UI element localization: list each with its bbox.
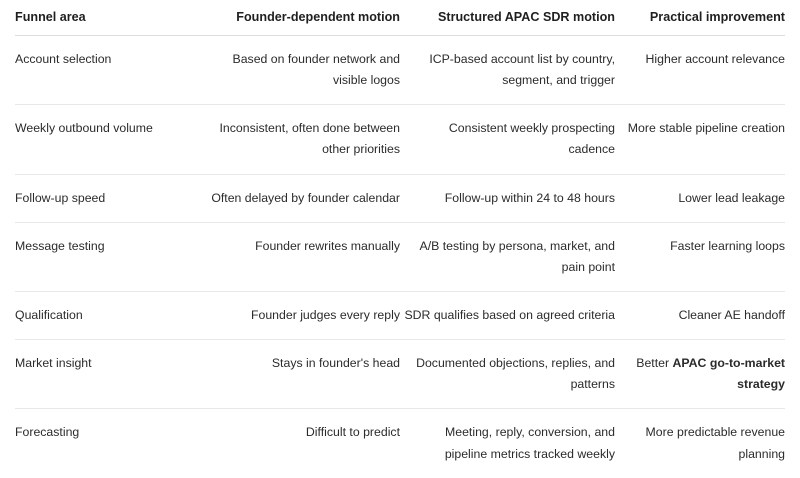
cell-text-plain: Faster learning loops bbox=[670, 238, 785, 253]
cell-sdr-motion: SDR qualifies based on agreed criteria bbox=[400, 291, 615, 341]
cell-sdr-motion: Follow-up within 24 to 48 hours bbox=[400, 174, 615, 223]
cell-text: Often delayed by founder calendar bbox=[211, 190, 400, 205]
column-header-structured-apac-sdr-motion: Structured APAC SDR motion bbox=[400, 0, 615, 36]
cell-text: Cleaner AE handoff bbox=[615, 305, 785, 326]
cell-text-plain: More stable pipeline creation bbox=[627, 121, 785, 136]
cell-founder-motion: Founder rewrites manually bbox=[195, 222, 400, 292]
cell-text: Stays in founder's head bbox=[271, 356, 400, 371]
cell-funnel-area: Weekly outbound volume bbox=[15, 104, 195, 175]
cell-text: A/B testing by persona, market, and pain… bbox=[419, 238, 616, 274]
cell-founder-motion: Difficult to predict bbox=[195, 409, 400, 478]
cell-founder-motion: Inconsistent, often done between other p… bbox=[195, 104, 401, 175]
cell-founder-motion: Often delayed by founder calendar bbox=[195, 174, 400, 223]
cell-text: More stable pipeline creation bbox=[615, 118, 785, 139]
cell-text: Qualification bbox=[15, 307, 83, 322]
cell-text: Documented objections, replies, and patt… bbox=[416, 356, 615, 392]
cell-text: Follow-up speed bbox=[15, 190, 106, 205]
cell-text: Consistent weekly prospecting cadence bbox=[448, 121, 615, 157]
cell-text-plain: Cleaner AE handoff bbox=[678, 307, 785, 322]
table-row: Follow-up speed Often delayed by founder… bbox=[15, 174, 785, 223]
cell-text: Difficult to predict bbox=[305, 425, 400, 440]
cell-improvement: More predictable revenue planning bbox=[615, 409, 785, 478]
cell-sdr-motion: Consistent weekly prospecting cadence bbox=[400, 104, 615, 175]
cell-funnel-area: Market insight bbox=[15, 339, 195, 410]
cell-text: Founder judges every reply bbox=[250, 307, 400, 322]
cell-founder-motion: Based on founder network and visible log… bbox=[195, 35, 401, 106]
cell-founder-motion: Founder judges every reply bbox=[195, 291, 400, 341]
cell-funnel-area: Follow-up speed bbox=[15, 174, 195, 223]
cell-sdr-motion: ICP-based account list by country, segme… bbox=[400, 35, 615, 106]
cell-text: Market insight bbox=[15, 356, 92, 371]
cell-text: Inconsistent, often done between other p… bbox=[219, 121, 401, 157]
cell-text-plain: Lower lead leakage bbox=[678, 190, 785, 205]
cell-improvement: Cleaner AE handoff bbox=[615, 291, 785, 341]
cell-text: Better APAC go-to-market strategy bbox=[615, 353, 785, 395]
cell-text: Higher account relevance bbox=[615, 49, 785, 70]
cell-text-emphasis: APAC go-to-market strategy bbox=[672, 356, 786, 392]
cell-text-plain: Better bbox=[636, 356, 673, 371]
cell-improvement: Lower lead leakage bbox=[615, 174, 785, 223]
table-row: Market insight Stays in founder's head D… bbox=[15, 339, 785, 410]
cell-improvement: More stable pipeline creation bbox=[615, 104, 785, 175]
cell-sdr-motion: Documented objections, replies, and patt… bbox=[400, 339, 615, 410]
cell-text: Based on founder network and visible log… bbox=[232, 52, 401, 88]
table-row: Qualification Founder judges every reply… bbox=[15, 291, 785, 341]
cell-sdr-motion: A/B testing by persona, market, and pain… bbox=[400, 222, 616, 292]
column-header-founder-dependent-motion: Founder-dependent motion bbox=[195, 0, 400, 36]
cell-founder-motion: Stays in founder's head bbox=[195, 339, 400, 410]
cell-text: More predictable revenue planning bbox=[615, 422, 785, 464]
cell-funnel-area: Qualification bbox=[15, 291, 195, 341]
cell-improvement: Better APAC go-to-market strategy bbox=[615, 339, 785, 410]
cell-improvement: Higher account relevance bbox=[615, 35, 785, 106]
cell-text: Faster learning loops bbox=[615, 236, 785, 257]
cell-text: Founder rewrites manually bbox=[255, 238, 400, 253]
cell-text: Message testing bbox=[15, 238, 105, 253]
cell-text: SDR qualifies based on agreed criteria bbox=[404, 307, 615, 322]
cell-funnel-area: Message testing bbox=[15, 222, 195, 292]
cell-funnel-area: Account selection bbox=[15, 35, 195, 106]
cell-text: Forecasting bbox=[15, 425, 80, 440]
cell-text-plain: More predictable revenue planning bbox=[645, 425, 785, 461]
table-row: Forecasting Difficult to predict Meeting… bbox=[15, 409, 785, 478]
table-header: Funnel area Founder-dependent motion Str… bbox=[15, 0, 785, 36]
cell-text: Account selection bbox=[15, 52, 112, 66]
cell-text: Lower lead leakage bbox=[615, 188, 785, 209]
header-row: Funnel area Founder-dependent motion Str… bbox=[15, 0, 785, 36]
cell-text-plain: Higher account relevance bbox=[645, 52, 785, 66]
cell-text: Weekly outbound volume bbox=[15, 121, 153, 136]
table-body: Account selection Based on founder netwo… bbox=[15, 35, 785, 478]
cell-text: ICP-based account list by country, segme… bbox=[429, 52, 615, 88]
cell-sdr-motion: Meeting, reply, conversion, and pipeline… bbox=[400, 409, 615, 478]
table-row: Weekly outbound volume Inconsistent, oft… bbox=[15, 104, 785, 175]
funnel-comparison-table: Funnel area Founder-dependent motion Str… bbox=[15, 0, 785, 478]
table-row: Message testing Founder rewrites manuall… bbox=[15, 222, 785, 292]
column-header-funnel-area: Funnel area bbox=[15, 0, 195, 36]
column-header-practical-improvement: Practical improvement bbox=[615, 0, 785, 36]
table-row: Account selection Based on founder netwo… bbox=[15, 35, 785, 106]
cell-improvement: Faster learning loops bbox=[615, 222, 785, 292]
cell-text: Meeting, reply, conversion, and pipeline… bbox=[444, 425, 615, 461]
cell-text: Follow-up within 24 to 48 hours bbox=[444, 190, 615, 205]
cell-funnel-area: Forecasting bbox=[15, 409, 195, 478]
